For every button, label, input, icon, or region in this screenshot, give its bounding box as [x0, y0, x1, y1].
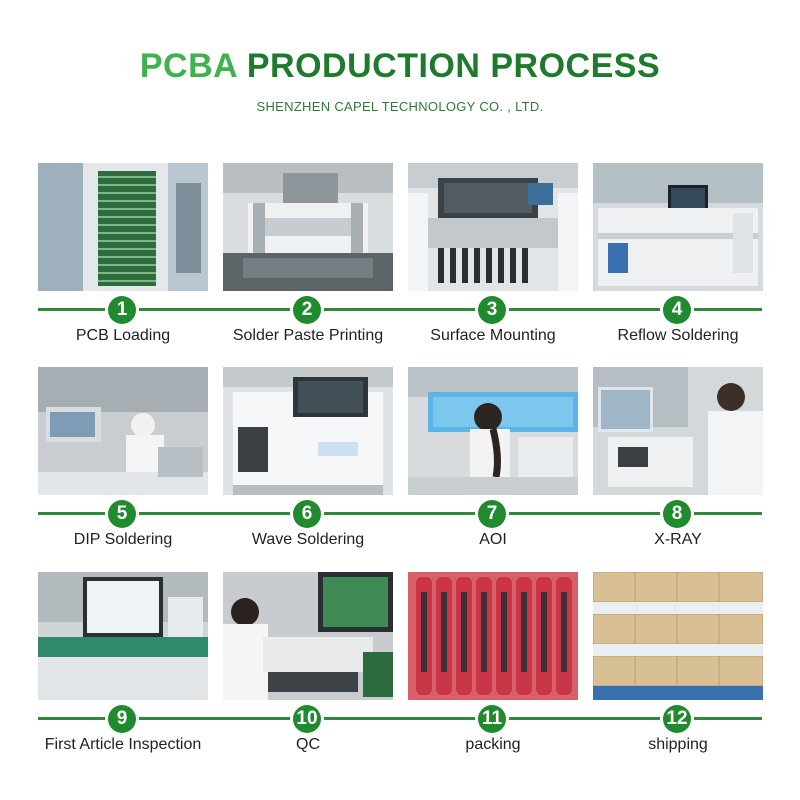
step-number-badge: 7	[475, 499, 509, 529]
title-part-production-process: PRODUCTION PROCESS	[246, 47, 661, 85]
step-packing: 11 packing	[408, 572, 578, 767]
step-label: Solder Paste Printing	[232, 327, 384, 344]
first-article-inspection-photo	[38, 572, 208, 700]
step-dip-soldering: 5 DIP Soldering	[38, 367, 208, 562]
process-row-2: 5 DIP Soldering 6 Wave Soldering	[0, 367, 800, 562]
step-label: Reflow Soldering	[617, 327, 739, 344]
step-shipping: 12 shipping	[593, 572, 763, 767]
pcb-loading-photo	[38, 163, 208, 291]
step-number-badge: 10	[290, 704, 324, 734]
step-number-badge: 8	[660, 499, 694, 529]
step-reflow-soldering: 4 Reflow Soldering	[593, 163, 763, 358]
step-label: Wave Soldering	[251, 531, 365, 548]
company-subtitle: SHENZHEN CAPEL TECHNOLOGY CO. , LTD.	[256, 99, 544, 114]
step-surface-mounting: 3 Surface Mounting	[408, 163, 578, 358]
step-label: QC	[296, 736, 320, 753]
step-number-badge: 11	[475, 704, 509, 734]
step-label: Surface Mounting	[430, 327, 556, 344]
qc-inspection-photo	[223, 572, 393, 700]
packing-photo	[408, 572, 578, 700]
step-number-badge: 1	[105, 295, 139, 325]
step-label: packing	[465, 736, 521, 753]
timeline-line	[38, 512, 762, 515]
step-x-ray: 8 X-RAY	[593, 367, 763, 562]
smt-machine-photo	[408, 163, 578, 291]
process-row-3: 9 First Article Inspection 10 QC	[0, 572, 800, 767]
shipping-boxes-photo	[593, 572, 763, 700]
step-wave-soldering: 6 Wave Soldering	[223, 367, 393, 562]
step-label: shipping	[648, 736, 708, 753]
step-number-badge: 9	[105, 704, 139, 734]
solder-paste-printer-photo	[223, 163, 393, 291]
step-label: PCB Loading	[75, 327, 171, 344]
step-number-badge: 5	[105, 499, 139, 529]
step-first-article-inspection: 9 First Article Inspection	[38, 572, 208, 767]
step-number-badge: 12	[660, 704, 694, 734]
timeline-line	[38, 308, 762, 311]
page-title: PCBA PRODUCTION PROCESS	[0, 42, 800, 90]
aoi-inspection-photo	[408, 367, 578, 495]
timeline-line	[38, 717, 762, 720]
title-part-pcba: PCBA	[139, 47, 237, 85]
step-label: X-RAY	[654, 531, 702, 548]
step-number-badge: 3	[475, 295, 509, 325]
step-label: First Article Inspection	[44, 736, 202, 753]
reflow-oven-photo	[593, 163, 763, 291]
step-pcb-loading: 1 PCB Loading	[38, 163, 208, 358]
step-qc: 10 QC	[223, 572, 393, 767]
process-row-1: 1 PCB Loading 2 Solder Paste Printing	[0, 163, 800, 358]
step-number-badge: 4	[660, 295, 694, 325]
step-label: AOI	[479, 531, 507, 548]
step-label: DIP Soldering	[73, 531, 173, 548]
step-number-badge: 2	[290, 295, 324, 325]
step-aoi: 7 AOI	[408, 367, 578, 562]
step-number-badge: 6	[290, 499, 324, 529]
xray-inspection-photo	[593, 367, 763, 495]
dip-soldering-photo	[38, 367, 208, 495]
wave-soldering-machine-photo	[223, 367, 393, 495]
step-solder-paste-printing: 2 Solder Paste Printing	[223, 163, 393, 358]
